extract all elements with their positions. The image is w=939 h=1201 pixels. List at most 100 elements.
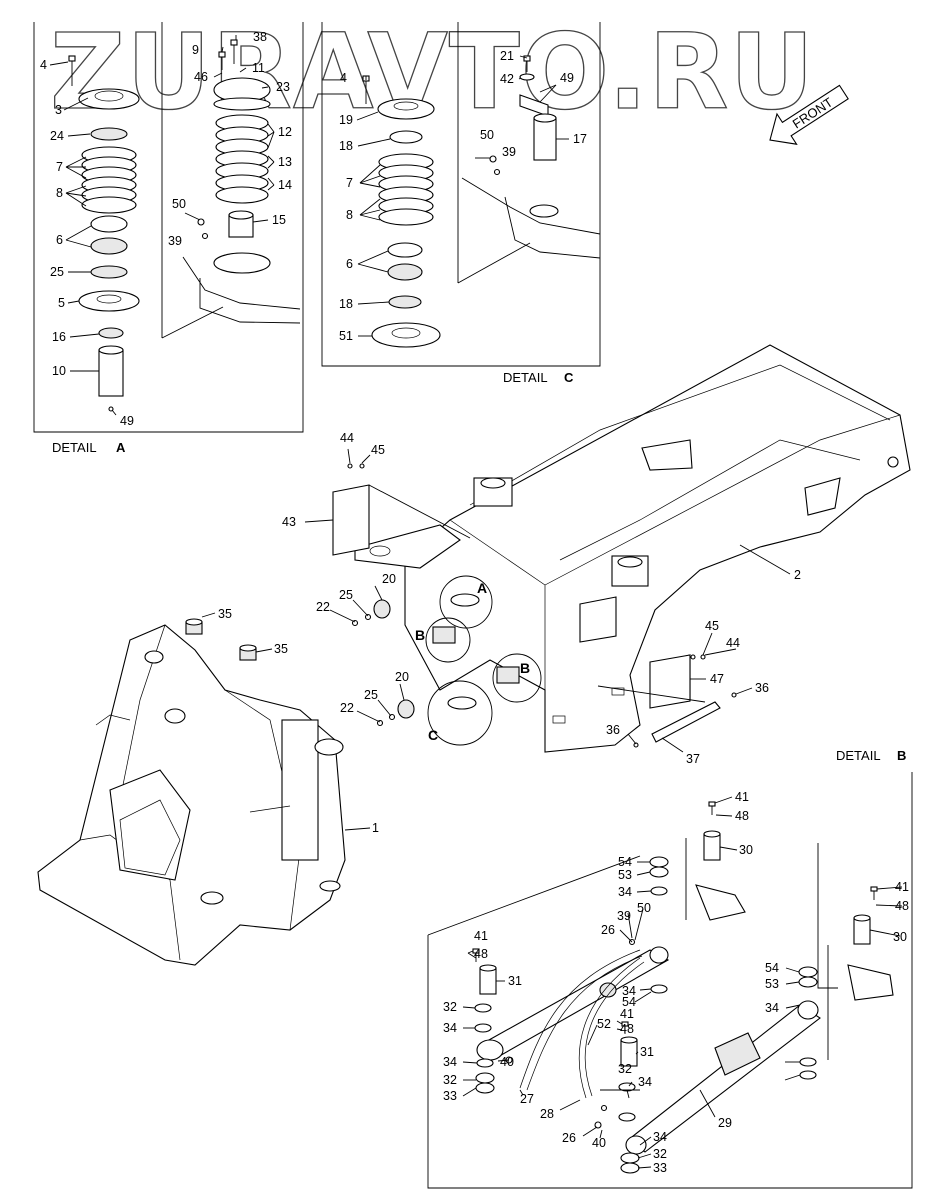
callout: 52 <box>597 1017 611 1031</box>
callout: 31 <box>640 1045 654 1059</box>
callout: 48 <box>735 809 749 823</box>
callout: 29 <box>718 1116 732 1130</box>
callout: 34 <box>618 885 632 899</box>
callout: 25 <box>364 688 378 702</box>
callout: 1 <box>372 821 379 835</box>
callout-letter-c: C <box>428 727 438 743</box>
callout: 37 <box>686 752 700 766</box>
callout: 46 <box>194 70 208 84</box>
callout: 38 <box>253 30 267 44</box>
callout: 8 <box>346 208 353 222</box>
callout: 7 <box>56 160 63 174</box>
callout: 25 <box>50 265 64 279</box>
callout: 50 <box>172 197 186 211</box>
callout: 16 <box>52 330 66 344</box>
callout: 5 <box>58 296 65 310</box>
detail-b-letter: B <box>897 748 906 763</box>
callout: 36 <box>606 723 620 737</box>
detail-c-letter: C <box>564 370 574 385</box>
callout: 43 <box>282 515 296 529</box>
callout: 33 <box>443 1089 457 1103</box>
callout: 21 <box>500 49 514 63</box>
callout: 17 <box>573 132 587 146</box>
callout: 54 <box>622 995 636 1009</box>
callout: 36 <box>755 681 769 695</box>
callout: 22 <box>316 600 330 614</box>
callout: 15 <box>272 213 286 227</box>
leader-lines <box>49 35 903 1169</box>
detail-a-letter: A <box>116 440 126 455</box>
callout: 20 <box>395 670 409 684</box>
small-parts-center <box>332 463 737 748</box>
callout: 39 <box>617 909 631 923</box>
callout: 54 <box>618 855 632 869</box>
callout: 32 <box>443 1000 457 1014</box>
callout: 7 <box>346 176 353 190</box>
callout: 33 <box>653 1161 667 1175</box>
watermark-text: ZURAVTO.RU <box>50 11 815 133</box>
callout: 34 <box>622 984 636 998</box>
callout: 14 <box>278 178 292 192</box>
callout: 48 <box>474 947 488 961</box>
detail-b-prefix: DETAIL <box>836 748 881 763</box>
callout: 40 <box>592 1136 606 1150</box>
callout: 3 <box>55 103 62 117</box>
callout: 4 <box>40 58 47 72</box>
callout: 20 <box>382 572 396 586</box>
rear-frame-part-2: A B B C <box>354 344 911 753</box>
callout: 22 <box>340 701 354 715</box>
detail-b-frame: DETAIL B <box>427 748 913 1189</box>
callout: 9 <box>192 43 199 57</box>
callout: 30 <box>739 843 753 857</box>
callout: 34 <box>765 1001 779 1015</box>
callout: 54 <box>765 961 779 975</box>
callout: 44 <box>726 636 740 650</box>
callout-letter-b1: B <box>415 627 425 643</box>
callout: 35 <box>274 642 288 656</box>
callout: 45 <box>371 443 385 457</box>
callout: 41 <box>895 880 909 894</box>
callout: 39 <box>502 145 516 159</box>
callout-letter-b2: B <box>520 660 530 676</box>
callout: 45 <box>705 619 719 633</box>
callout: 48 <box>895 899 909 913</box>
callout: 24 <box>50 129 64 143</box>
callout: 8 <box>56 186 63 200</box>
callout: 23 <box>276 80 290 94</box>
detail-a-prefix: DETAIL <box>52 440 97 455</box>
callout: 28 <box>540 1107 554 1121</box>
detail-c-frame: DETAIL C <box>321 22 601 385</box>
callout: 10 <box>52 364 66 378</box>
svg-text:DETAIL: DETAIL <box>52 440 97 455</box>
callout-numbers: 4 3 24 7 8 6 25 5 16 10 49 9 38 46 11 23… <box>40 30 909 1175</box>
callout: 19 <box>339 113 353 127</box>
callout: 26 <box>601 923 615 937</box>
callout: 4 <box>340 71 347 85</box>
detail-b-parts <box>472 801 894 1174</box>
callout: 34 <box>443 1055 457 1069</box>
callout: 35 <box>218 607 232 621</box>
callout: 53 <box>765 977 779 991</box>
callout: 50 <box>480 128 494 142</box>
detail-c-parts <box>362 55 601 348</box>
callout: 18 <box>339 139 353 153</box>
callout: 41 <box>474 929 488 943</box>
callout: 6 <box>346 257 353 271</box>
detail-c-prefix: DETAIL <box>503 370 548 385</box>
callout: 53 <box>618 868 632 882</box>
callout: 40 <box>500 1055 514 1069</box>
detail-a-frame: DETAIL A <box>33 22 304 455</box>
detail-a-parts <box>68 39 301 412</box>
front-frame-part-1 <box>37 618 346 966</box>
callout: 32 <box>618 1062 632 1076</box>
callout: 18 <box>339 297 353 311</box>
callout: 34 <box>638 1075 652 1089</box>
callout: 44 <box>340 431 354 445</box>
callout: 31 <box>508 974 522 988</box>
callout: 32 <box>443 1073 457 1087</box>
callout: 48 <box>620 1022 634 1036</box>
callout: 6 <box>56 233 63 247</box>
callout: 13 <box>278 155 292 169</box>
